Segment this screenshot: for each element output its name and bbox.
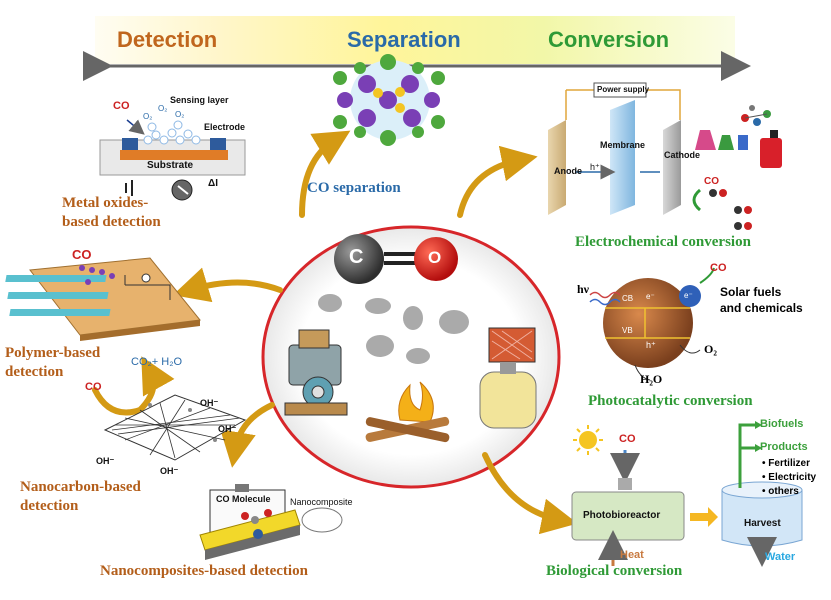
substrate-label: Substrate [147, 160, 194, 171]
sun-icon [579, 431, 597, 449]
electrode-label: Electrode [204, 122, 246, 132]
biofuels-label: Biofuels [760, 418, 804, 430]
photocatalyst [589, 267, 715, 381]
sensing-layer-label: Sensing layer [170, 95, 229, 105]
polymer-sensor [5, 257, 201, 341]
electron-label: e⁻ [684, 291, 693, 300]
product-electricity: Electricity [768, 472, 817, 483]
pc-h-plus: h⁺ [646, 340, 656, 350]
fuel-can-icon [760, 130, 782, 168]
photocatalytic-label: Photocatalytic conversion [588, 393, 753, 409]
co-separation-label: CO separation [307, 180, 401, 196]
vb-label: VB [622, 326, 633, 335]
chemistry-glassware-icon [695, 130, 748, 150]
anode-label: Anode [554, 166, 582, 176]
water-label: Water [765, 551, 796, 563]
nanocarbon-co-label: CO [85, 381, 102, 393]
products-list-item: • others [762, 486, 799, 497]
solar-fuels-2: and chemicals [720, 301, 803, 315]
hv-label: hν [577, 282, 590, 296]
mo-o2-a: O₂ [143, 112, 153, 121]
oxygen-atom-label: O [428, 248, 442, 267]
products-label: Products [760, 441, 808, 453]
oh-label-2: OH⁻ [218, 424, 237, 434]
carbon-atom-label: C [349, 246, 364, 268]
ec-h-plus: h⁺ [590, 162, 600, 172]
engine-icon [284, 329, 348, 416]
products-list-item: • Electricity [762, 472, 817, 483]
biological-system [571, 421, 803, 567]
solar-fuels-1: Solar fuels [720, 285, 782, 299]
product-fertilizer: Fertilizer [768, 458, 810, 469]
biological-label: Biological conversion [546, 563, 683, 579]
ec-co-label: CO [704, 176, 719, 187]
metal-oxide-sensor [99, 119, 246, 201]
nanocomposite-device [199, 484, 343, 560]
oh-label-1: OH⁻ [200, 398, 219, 408]
molecule-icon [741, 105, 771, 126]
cb-label: CB [622, 294, 634, 303]
bio-co-label: CO [619, 433, 636, 445]
nanocomposite-label: Nanocomposites-based detection [100, 563, 308, 579]
membrane-label: Membrane [600, 140, 646, 150]
nanocarbon-label-1: Nanocarbon-based [20, 479, 141, 495]
harvest-label: Harvest [744, 518, 781, 529]
power-supply-label: Power supply [597, 85, 650, 94]
graphene-sheet [103, 394, 247, 461]
detection-heading: Detection [117, 27, 218, 52]
electrochemical-cell [548, 82, 782, 230]
co-molecule-label: CO Molecule [216, 494, 271, 504]
mo-o2-b: O₂ [158, 104, 168, 113]
product-others: others [768, 486, 799, 497]
electrochemical-label: Electrochemical conversion [575, 234, 751, 250]
oh-label-3: OH⁻ [96, 456, 115, 466]
products-list-item: • Fertilizer [762, 458, 810, 469]
polymer-label-1: Polymer-based [5, 345, 101, 361]
mo-co-label: CO [113, 100, 130, 112]
campfire-icon [365, 381, 450, 443]
products-list: • Fertilizer • Electricity • others [762, 457, 816, 499]
nanocarbon-products-label: CO₂+ H₂O [131, 356, 183, 368]
pc-co-label: CO [710, 262, 727, 274]
oxygen-atom [414, 237, 458, 281]
mo-o2-c: O₂ [175, 110, 185, 119]
polymer-label-2: detection [5, 364, 64, 380]
pc-h2o-label: H₂O [640, 372, 663, 386]
nanocomposite-tag: Nanocomposite [290, 497, 353, 507]
heat-label: Heat [620, 549, 644, 561]
polymer-co-label: CO [72, 247, 92, 262]
oh-label-4: OH⁻ [160, 466, 179, 476]
delta-i-label: ΔI [208, 178, 218, 189]
separation-cluster [333, 54, 445, 146]
conversion-heading: Conversion [548, 27, 670, 52]
separation-heading: Separation [347, 27, 461, 52]
metal-oxide-label-1: Metal oxides- [62, 195, 149, 211]
metal-oxide-label-2: based detection [62, 214, 161, 230]
gas-heater-icon [479, 327, 537, 429]
cathode-label: Cathode [664, 150, 700, 160]
cb-electron: e⁻ [646, 292, 655, 301]
nanocarbon-label-2: detection [20, 498, 79, 514]
pc-o2-label: O₂ [704, 342, 717, 356]
carbon-atom [334, 234, 384, 284]
photobioreactor-label: Photobioreactor [583, 510, 661, 521]
